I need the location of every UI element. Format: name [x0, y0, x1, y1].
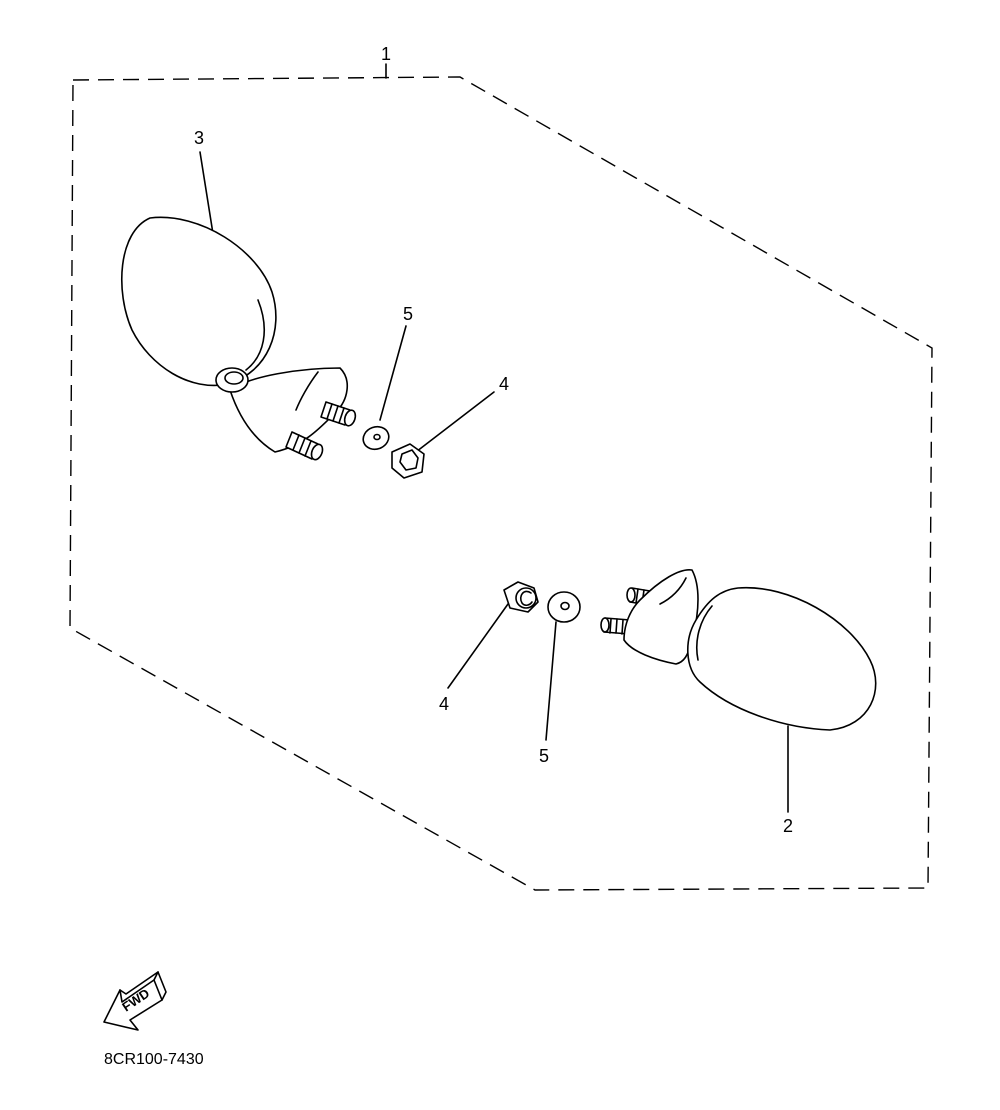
washer-lower: [547, 591, 581, 623]
mirror-right-body: [686, 586, 877, 731]
callout-3: 3: [194, 128, 204, 148]
mirror-right-stud-lower: [600, 617, 631, 635]
mirror-left-stud-upper: [320, 401, 357, 427]
mirror-left-stud-lower: [285, 431, 324, 461]
callout-1: 1: [381, 44, 391, 64]
callout-2: 2: [783, 816, 793, 836]
callout-4-lower: 4: [439, 694, 449, 714]
callout-labels: 1 3 5 4 4 5 2: [194, 44, 793, 836]
washer-upper: [362, 425, 390, 451]
assembly-boundary: [69, 76, 933, 891]
nut-upper: [391, 443, 425, 479]
mirror-left: [121, 216, 357, 461]
mirror-left-body: [121, 216, 277, 387]
leader-lines: [199, 63, 789, 813]
mirror-right: [600, 569, 877, 731]
callout-5-lower: 5: [539, 746, 549, 766]
callout-4-upper: 4: [499, 374, 509, 394]
diagram-part-code: 8CR100-7430: [104, 1051, 204, 1068]
nut-lower: [503, 581, 539, 613]
forward-arrow-icon: FWD: [103, 971, 167, 1031]
callout-5-upper: 5: [403, 304, 413, 324]
